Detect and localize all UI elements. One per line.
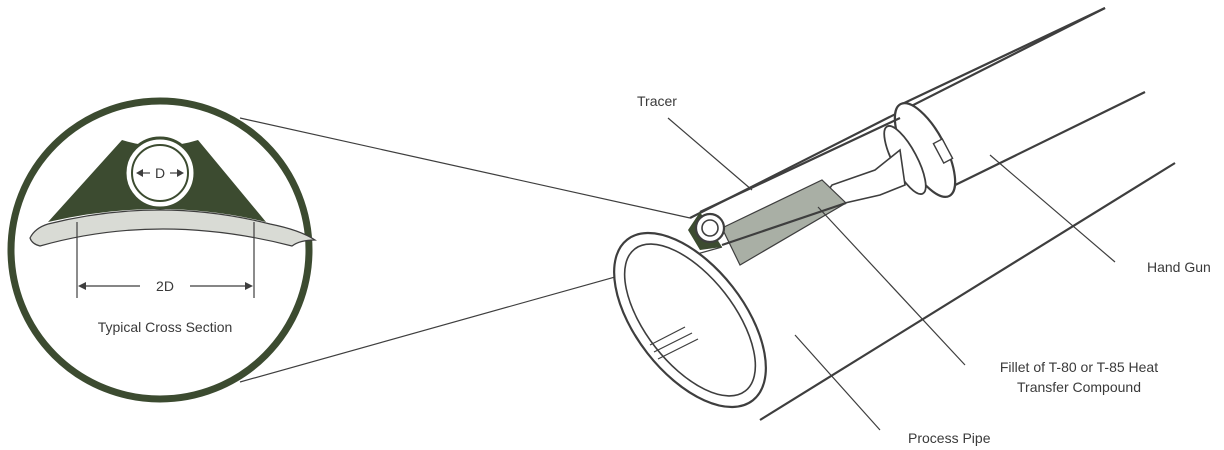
pipe-shine-2 <box>653 332 693 353</box>
tracer-end-inner <box>701 219 719 237</box>
tracer-leader <box>667 117 753 191</box>
tracer-label: Tracer <box>637 93 677 109</box>
d-arrowhead-left <box>136 169 143 177</box>
dimension-d-label: D <box>155 165 165 181</box>
hand-gun-leader <box>989 154 1116 263</box>
tracer-bottom-edge <box>721 201 847 247</box>
hand-gun-bottom-edge <box>944 91 1146 191</box>
pipe-shine-1 <box>649 326 686 346</box>
tracer-top-edge <box>699 117 901 213</box>
process-pipe-end-inner <box>623 243 757 397</box>
cross-section-caption: Typical Cross Section <box>98 319 233 335</box>
pipe-shine-3 <box>657 338 699 360</box>
fillet-label-line2: Transfer Compound <box>1017 379 1141 395</box>
process-pipe-leader <box>794 334 881 431</box>
tracer-tube <box>688 117 901 266</box>
hand-gun-label: Hand Gun <box>1147 259 1211 275</box>
dim-2d-arrowhead-left <box>78 282 86 290</box>
hand-gun-trigger <box>932 137 954 165</box>
process-pipe <box>613 7 1176 421</box>
process-pipe-bottom-edge <box>759 162 1176 421</box>
fillet-label-line1: Fillet of T-80 or T-85 Heat <box>1000 359 1158 375</box>
dimension-2d-label: 2D <box>156 278 174 294</box>
pipe-wall-section <box>29 209 317 247</box>
cross-section-detail: D 2D Typical Cross Section <box>7 97 317 403</box>
d-arrowhead-right <box>177 169 184 177</box>
fillet-leader <box>817 206 966 366</box>
hand-gun-top-edge <box>899 7 1106 106</box>
detail-circle <box>7 97 313 403</box>
process-pipe-label: Process Pipe <box>908 430 991 446</box>
callout-line-top <box>239 117 691 219</box>
dim-2d-arrowhead-right <box>245 282 253 290</box>
hand-gun <box>823 7 1146 206</box>
tracer-section-inner <box>131 144 189 202</box>
